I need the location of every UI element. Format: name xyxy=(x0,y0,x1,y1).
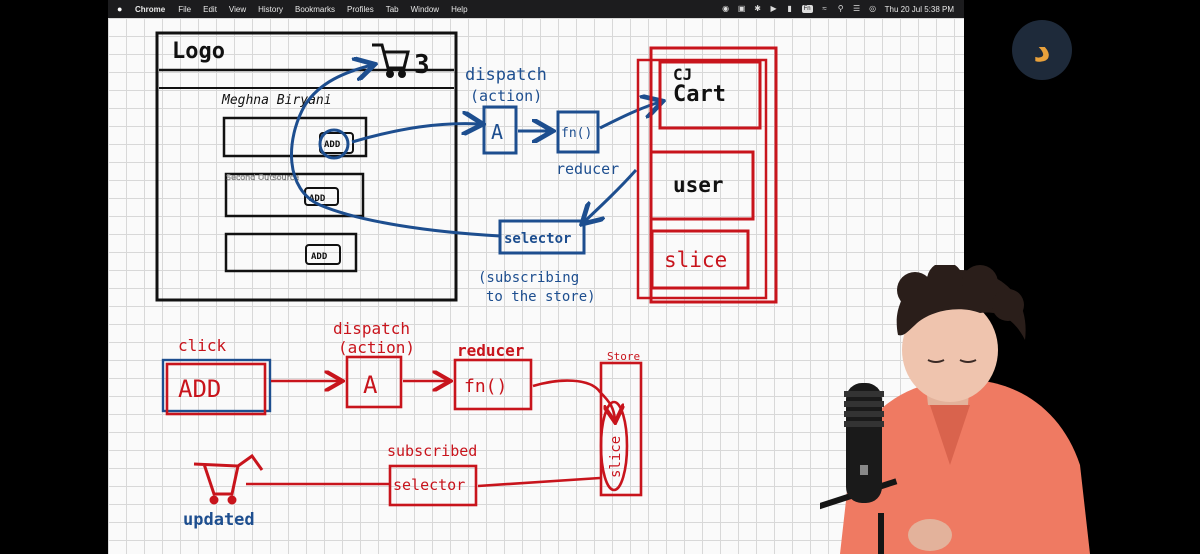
menu-bookmarks[interactable]: Bookmarks xyxy=(295,4,336,14)
menubar-app-name[interactable]: Chrome xyxy=(135,4,166,14)
user-slice-frame xyxy=(649,150,755,221)
add-button-3-frame xyxy=(305,244,341,265)
overlay-text: Second Outsource xyxy=(226,173,299,182)
cart-slice-frame xyxy=(658,60,762,130)
top-selector-box: selector xyxy=(504,231,571,247)
top-flow xyxy=(290,65,660,255)
play-icon[interactable]: ▶ xyxy=(770,4,777,13)
top-reducer-label: reducer xyxy=(556,160,619,178)
click-label: click xyxy=(178,336,227,355)
top-action-label: (action) xyxy=(470,87,542,105)
subscribing-label-1: (subscribing xyxy=(478,270,579,286)
wifi-icon[interactable]: ≈ xyxy=(822,4,827,13)
presenter-shirt xyxy=(840,379,1090,554)
menu-history[interactable]: History xyxy=(258,4,284,14)
brand-logo: د xyxy=(1012,20,1072,80)
cart-label-1: CJ xyxy=(673,65,692,84)
bluetooth-icon[interactable]: ✱ xyxy=(754,4,761,13)
control-center-icon[interactable]: ☰ xyxy=(853,4,861,13)
slice-frame xyxy=(650,229,750,290)
siri-icon[interactable]: ◎ xyxy=(869,4,877,13)
cart-count: 3 xyxy=(414,50,430,80)
arrow-fn-to-slice-red xyxy=(532,379,615,420)
menu-tab[interactable]: Tab xyxy=(385,4,399,14)
microphone-icon xyxy=(844,383,884,503)
bottom-fn-box: fn() xyxy=(464,376,507,397)
bottom-store-label: Store xyxy=(607,350,640,363)
top-dispatch-label: dispatch xyxy=(465,65,547,85)
menu-item-card-3 xyxy=(224,232,358,273)
line-slice-to-selector xyxy=(477,476,601,488)
bottom-slice-label: slice xyxy=(608,436,624,478)
status-badge[interactable]: Fn xyxy=(801,5,813,13)
menu-profiles[interactable]: Profiles xyxy=(347,4,374,14)
subscribing-label-2: to the store) xyxy=(486,289,596,305)
menu-file[interactable]: File xyxy=(178,4,192,14)
bottom-add-box-blue xyxy=(161,358,272,413)
bottom-slice-oval xyxy=(599,400,629,492)
redux-store xyxy=(636,46,778,304)
fn-box-frame xyxy=(556,110,600,154)
status-area: ◉ ▣ ✱ ▶ ▮ Fn ≈ ⚲ ☰ ◎ Thu 20 Jul 5:38 PM xyxy=(722,5,954,14)
bottom-reducer-label: reducer xyxy=(457,341,524,360)
presenter-video xyxy=(820,265,1090,554)
menu-help[interactable]: Help xyxy=(451,4,468,14)
add-button-highlight xyxy=(318,128,350,160)
store-slice-label: slice xyxy=(664,248,727,272)
bottom-selector-box: selector xyxy=(393,476,465,494)
arrow-store-to-selector xyxy=(584,169,638,222)
menubar: ● Chrome File Edit View History Bookmark… xyxy=(108,0,964,18)
bottom-add-box xyxy=(165,362,267,416)
restaurant-name: Meghna Biryani xyxy=(221,93,332,108)
store-inner-frame xyxy=(636,58,768,300)
bottom-fn-box-frame xyxy=(453,358,533,411)
battery-icon[interactable]: ▮ xyxy=(787,4,792,13)
bottom-action-box: A xyxy=(363,371,378,399)
record-icon[interactable]: ◉ xyxy=(722,4,730,13)
app-frame xyxy=(155,31,458,302)
presenter-face xyxy=(902,298,998,402)
updated-label: updated xyxy=(183,510,255,530)
bottom-action-label: (action) xyxy=(338,338,415,357)
subscribed-label: subscribed xyxy=(387,442,477,460)
bottom-add-box-text: ADD xyxy=(178,375,221,403)
cart-icon xyxy=(372,43,410,78)
add-button-2: ADD xyxy=(309,194,326,204)
cart-label-2: Cart xyxy=(673,82,726,107)
whiteboard xyxy=(108,18,964,554)
bottom-dispatch-label: dispatch xyxy=(333,319,410,338)
arrow-add-to-action xyxy=(351,124,480,144)
menu-view[interactable]: View xyxy=(228,4,247,14)
apple-icon[interactable]: ● xyxy=(117,4,123,14)
menu-window[interactable]: Window xyxy=(410,4,440,14)
logo-text: Logo xyxy=(172,39,225,64)
bottom-flow xyxy=(161,355,643,507)
add-button-3: ADD xyxy=(311,252,328,262)
top-action-box: A xyxy=(491,120,503,144)
app-wireframe xyxy=(155,31,458,302)
search-icon[interactable]: ⚲ xyxy=(837,4,844,13)
add-button-1: ADD xyxy=(324,140,341,150)
top-fn-box: fn() xyxy=(561,126,592,141)
arrow-selector-to-cart-icon xyxy=(290,65,501,238)
bottom-selector-frame xyxy=(388,464,478,507)
bottom-action-box-frame xyxy=(345,355,403,409)
user-label: user xyxy=(673,173,724,197)
arrow-fn-to-cart xyxy=(599,102,660,130)
screen-icon[interactable]: ▣ xyxy=(737,4,746,13)
bottom-cart-icon xyxy=(193,453,264,505)
menu-edit[interactable]: Edit xyxy=(203,4,217,14)
menubar-datetime[interactable]: Thu 20 Jul 5:38 PM xyxy=(884,4,954,14)
selector-box-frame xyxy=(498,219,586,255)
